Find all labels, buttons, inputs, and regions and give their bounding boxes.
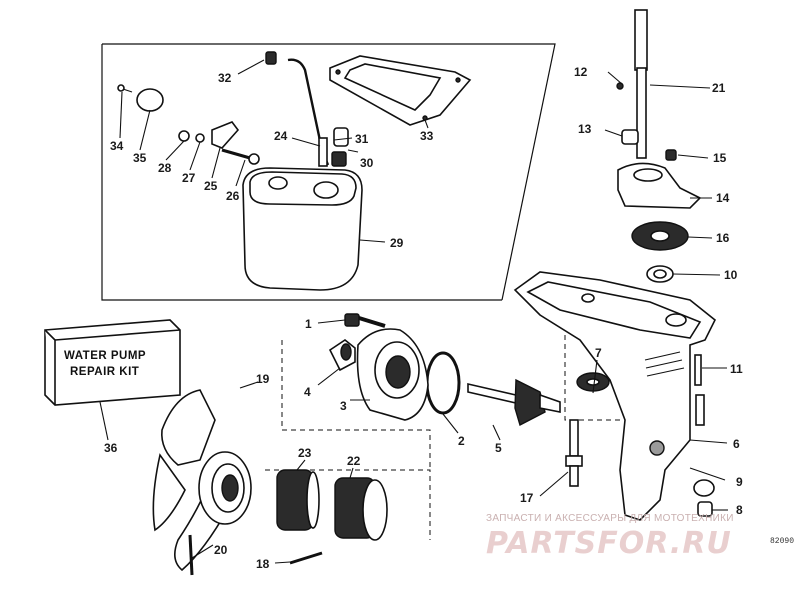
callout-33: 33 (420, 129, 434, 143)
callout-17: 17 (520, 491, 534, 505)
part-23-hub (276, 469, 320, 531)
part-7-gear (576, 372, 610, 392)
part-10-plate (646, 265, 674, 283)
callout-21: 21 (712, 81, 726, 95)
part-9-seal (693, 479, 715, 497)
callout-15: 15 (713, 151, 727, 165)
part-13-bushing (621, 129, 639, 145)
callout-7: 7 (595, 346, 602, 360)
part-22-hub (334, 477, 388, 541)
part-30-nut (331, 151, 347, 167)
part-26-bolt-head (248, 153, 260, 165)
callout-2: 2 (458, 434, 465, 448)
part-15-screw (665, 149, 677, 161)
leader-lines (99, 59, 728, 564)
callout-24: 24 (274, 129, 288, 143)
part-36-kit-box: WATER PUMP REPAIR KIT (44, 319, 181, 406)
kit-box-line1: WATER PUMP (64, 350, 146, 362)
callout-1: 1 (305, 317, 312, 331)
part-27-washer (195, 133, 205, 143)
callout-23: 23 (298, 446, 312, 460)
callout-31: 31 (355, 132, 369, 146)
inset-frame-left (101, 44, 502, 301)
part-28-nut (178, 130, 190, 142)
diagram-code: 82090 (770, 537, 794, 546)
part-34-screw-head (117, 84, 125, 92)
callout-20: 20 (214, 543, 228, 557)
dashed-box-gear (564, 335, 620, 421)
callout-6: 6 (733, 437, 740, 451)
callout-27: 27 (182, 171, 196, 185)
part-1-screw (344, 313, 386, 328)
part-20-pin (188, 534, 194, 576)
part-24-tube (287, 58, 330, 166)
callout-5: 5 (495, 441, 502, 455)
part-2-oring (425, 351, 461, 415)
part-29-reservoir (242, 167, 363, 291)
part-32-clip (265, 51, 277, 65)
callout-14: 14 (716, 191, 730, 205)
part-18-pin (289, 551, 323, 565)
callout-26: 26 (226, 189, 240, 203)
part-21-driveshaft (634, 9, 648, 159)
dashed-box-left (281, 340, 431, 470)
part-6-gearcase (513, 271, 717, 521)
callout-16: 16 (716, 231, 730, 245)
part-19-propeller (152, 389, 252, 572)
part-4-bushing (328, 339, 356, 372)
part-16-impeller (631, 221, 689, 251)
callout-22: 22 (347, 454, 361, 468)
callout-labels: 1 2 3 4 5 6 7 8 9 10 11 12 13 14 15 16 1… (104, 65, 743, 571)
callout-8: 8 (736, 503, 743, 517)
inset-frame-outline (102, 43, 556, 301)
callout-10: 10 (724, 268, 738, 282)
kit-box-line2: REPAIR KIT (70, 366, 139, 378)
callout-34: 34 (110, 139, 124, 153)
part-11-stud (694, 354, 702, 386)
watermark-tagline: ЗАПЧАСТИ И АКСЕССУАРЫ ДЛЯ МОТОТЕХНИКИ (486, 513, 734, 524)
part-3-bearing-housing (356, 328, 429, 421)
part-31-sleeve (333, 127, 349, 147)
callout-18: 18 (256, 557, 270, 571)
part-5-pinion-shaft (467, 378, 561, 427)
callout-25: 25 (204, 179, 218, 193)
part-6-stud (695, 394, 705, 426)
callout-11: 11 (730, 362, 743, 376)
callout-35: 35 (133, 151, 147, 165)
part-17-bolt (565, 419, 583, 487)
callout-36: 36 (104, 441, 118, 455)
callout-28: 28 (158, 161, 172, 175)
callout-12: 12 (574, 65, 588, 79)
callout-3: 3 (340, 399, 347, 413)
part-24-tube-end (318, 137, 328, 167)
watermark: ЗАПЧАСТИ И АКСЕССУАРЫ ДЛЯ МОТОТЕХНИКИ PA… (486, 513, 794, 561)
dashed-box-lower (265, 469, 431, 540)
callout-9: 9 (736, 475, 743, 489)
callout-4: 4 (304, 385, 311, 399)
part-25-bracket (211, 121, 240, 149)
part-26-bolt (221, 148, 251, 160)
part-12-pin (616, 82, 624, 90)
callout-13: 13 (578, 122, 592, 136)
part-14-pump-housing (617, 162, 702, 209)
callout-32: 32 (218, 71, 232, 85)
callout-29: 29 (390, 236, 404, 250)
watermark-logo: PARTSFOR.RU (486, 526, 732, 561)
callout-19: 19 (256, 372, 270, 386)
part-8-plug (697, 501, 713, 517)
part-35-cap (136, 88, 164, 112)
callout-30: 30 (360, 156, 374, 170)
part-33-cover-plate (329, 55, 472, 126)
